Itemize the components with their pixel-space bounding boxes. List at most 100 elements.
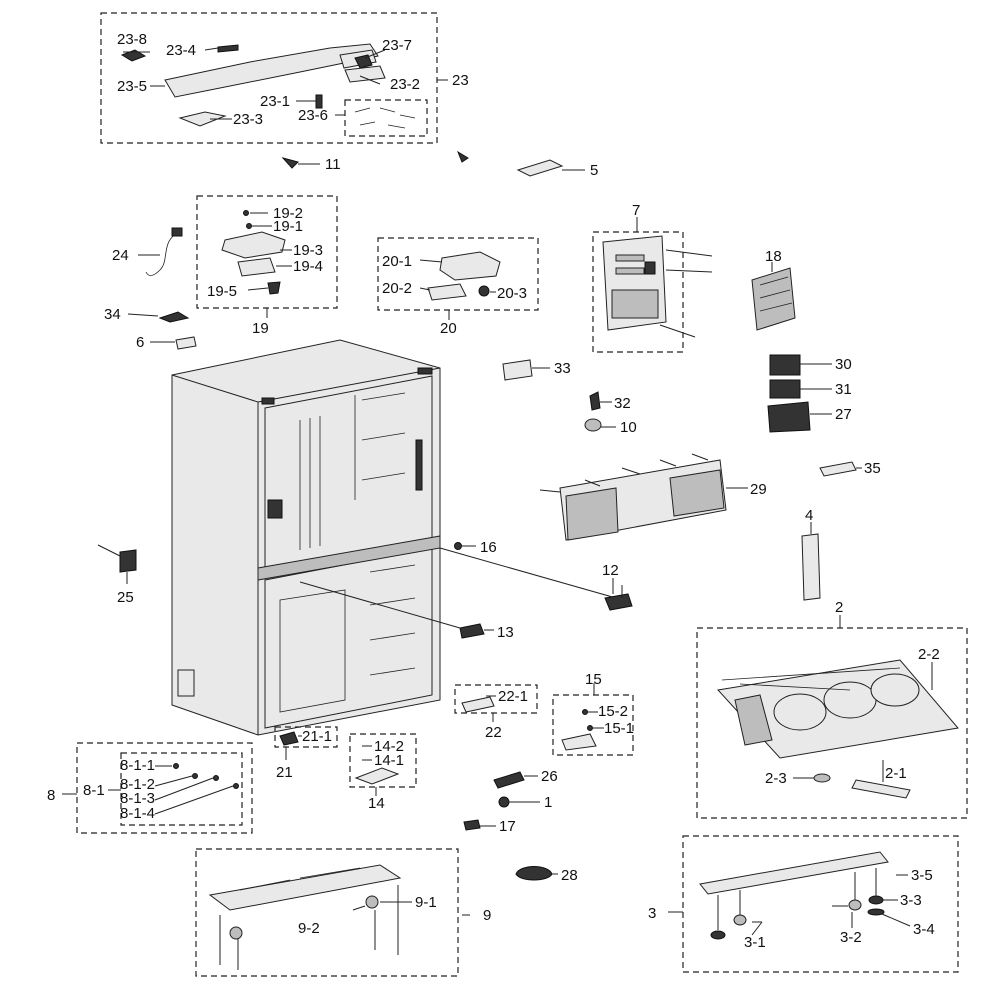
group-20: 20-1 20-2 20-3 20 <box>377 237 539 337</box>
label-23-3: 23-3 <box>233 111 263 128</box>
label-32: 32 <box>614 395 631 412</box>
label-3-4: 3-4 <box>913 921 935 938</box>
part-16 <box>454 542 462 550</box>
label-15: 15 <box>585 671 602 688</box>
label-3-5: 3-5 <box>911 867 933 884</box>
refrigerator-cabinet <box>171 339 441 736</box>
label-19-2: 19-2 <box>273 205 303 222</box>
label-5: 5 <box>590 162 598 179</box>
label-19-1: 19-1 <box>273 218 303 235</box>
label-1: 1 <box>544 794 552 811</box>
part-19-4 <box>237 257 276 277</box>
parts-26-1-17-28: 26 1 17 28 <box>463 768 578 884</box>
group-19: 19-2 19-1 19-3 19-4 19-5 19 <box>196 195 338 337</box>
label-9: 9 <box>483 907 491 924</box>
group-2: 2 2-2 2-3 2-1 <box>696 599 968 819</box>
part-4-group: 4 <box>801 507 821 601</box>
group-21-box <box>274 726 338 748</box>
part-25 <box>119 549 137 573</box>
label-3-1: 3-1 <box>744 934 766 951</box>
part-19-5 <box>267 281 281 295</box>
label-20-2: 20-2 <box>382 280 412 297</box>
label-14: 14 <box>368 795 385 812</box>
part-18 <box>751 267 796 331</box>
label-8-1-3: 8-1-3 <box>120 790 155 807</box>
part-23-2 <box>344 65 386 83</box>
label-21: 21 <box>276 764 293 781</box>
label-19-5: 19-5 <box>207 283 237 300</box>
group-15: 15 15-2 15-1 <box>552 671 634 756</box>
label-15-2: 15-2 <box>598 703 628 720</box>
label-34: 34 <box>104 306 121 323</box>
label-18: 18 <box>765 248 782 265</box>
base-rail-3 <box>699 851 889 895</box>
group-22-box <box>454 684 538 714</box>
part-14-1 <box>354 767 400 785</box>
part-12-group: 12 <box>602 562 633 611</box>
part-33 <box>502 359 533 381</box>
parts-32-10: 32 10 <box>584 391 637 436</box>
small-clip <box>456 150 469 163</box>
group-21: 21-1 21 <box>274 726 338 781</box>
part-19-3 <box>221 231 286 259</box>
group-20-box <box>377 237 539 311</box>
cabinet-outer <box>171 339 441 736</box>
label-6: 6 <box>136 334 144 351</box>
label-8-1: 8-1 <box>83 782 105 799</box>
label-29: 29 <box>750 481 767 498</box>
part-18-group: 18 <box>751 248 796 331</box>
part-20-1 <box>439 251 501 281</box>
duct-4 <box>801 533 821 601</box>
group-9-box <box>195 848 459 977</box>
group-9: 9-1 9-2 9 <box>195 848 491 977</box>
part-26 <box>493 771 525 789</box>
label-7: 7 <box>632 202 640 219</box>
part-32 <box>589 391 601 411</box>
label-26: 26 <box>541 768 558 785</box>
base-plate-9 <box>208 864 402 911</box>
label-15-1: 15-1 <box>604 720 634 737</box>
group-7: 7 <box>592 202 713 353</box>
label-35: 35 <box>864 460 881 477</box>
part-23-3 <box>178 111 227 127</box>
group-3-box <box>682 835 959 973</box>
group-23-box <box>100 12 438 144</box>
part-22-1 <box>461 696 495 713</box>
label-17: 17 <box>499 818 516 835</box>
parts-24-34-6: 24 34 6 <box>104 227 197 351</box>
part-17 <box>463 819 481 831</box>
top-hinge-plate <box>164 43 379 98</box>
label-2-2: 2-2 <box>918 646 940 663</box>
part-13-group: 13 <box>299 581 514 641</box>
parts-30-31-27: 30 31 27 <box>767 354 852 433</box>
label-20-1: 20-1 <box>382 253 412 270</box>
label-23-2: 23-2 <box>390 76 420 93</box>
part-20-3 <box>478 285 490 297</box>
label-30: 30 <box>835 356 852 373</box>
label-3: 3 <box>648 905 656 922</box>
label-20-3: 20-3 <box>497 285 527 302</box>
label-16: 16 <box>480 539 497 556</box>
label-3-3: 3-3 <box>900 892 922 909</box>
group-7-box <box>592 231 684 353</box>
part-2-3 <box>813 773 831 783</box>
label-4: 4 <box>805 507 813 524</box>
part-23-7 <box>354 54 373 69</box>
part-31 <box>769 379 801 399</box>
part-16-group: 16 <box>439 539 631 603</box>
label-3-2: 3-2 <box>840 929 862 946</box>
part-28 <box>515 866 553 881</box>
label-23: 23 <box>452 72 469 89</box>
part-34 <box>158 311 190 323</box>
label-13: 13 <box>497 624 514 641</box>
label-12: 12 <box>602 562 619 579</box>
group-14-box <box>349 733 417 788</box>
label-9-2: 9-2 <box>298 920 320 937</box>
label-19-3: 19-3 <box>293 242 323 259</box>
part-21-1 <box>279 731 299 746</box>
part-27 <box>767 401 811 433</box>
part-35-group: 35 <box>819 460 881 477</box>
screw-23-1 <box>315 94 323 109</box>
part-29-group: 29 <box>539 453 767 541</box>
